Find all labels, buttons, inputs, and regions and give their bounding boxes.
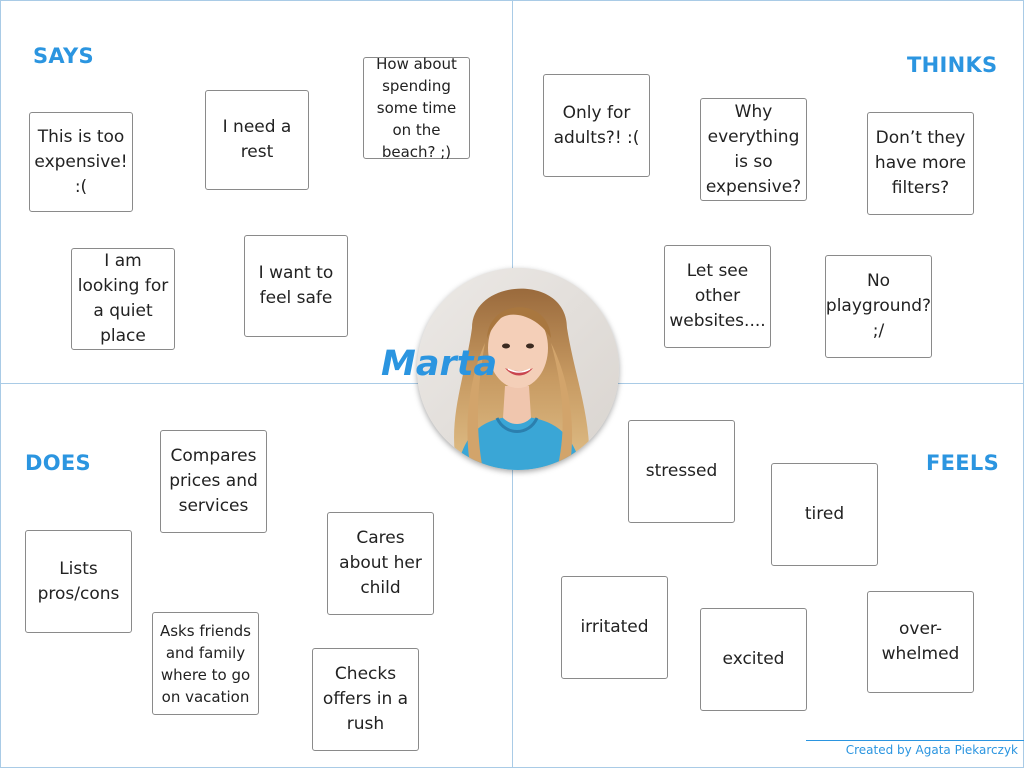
- thinks-note[interactable]: No playground? ;/: [825, 255, 932, 358]
- persona-avatar: [417, 268, 619, 470]
- says-note[interactable]: I am looking for a quiet place: [71, 248, 175, 350]
- thinks-note[interactable]: Why everything is so expensive?: [700, 98, 807, 201]
- feels-note[interactable]: irritated: [561, 576, 668, 679]
- quadrant-title-feels: FEELS: [926, 451, 1000, 475]
- persona-portrait-image: [417, 268, 619, 470]
- does-note[interactable]: Compares prices and services: [160, 430, 267, 533]
- feels-note[interactable]: over-whelmed: [867, 591, 974, 693]
- thinks-note[interactable]: Don’t they have more filters?: [867, 112, 974, 215]
- does-note[interactable]: Lists pros/cons: [25, 530, 132, 633]
- credit-text: Created by Agata Piekarczyk: [845, 743, 1018, 757]
- credit-underline: [806, 740, 1024, 741]
- says-note[interactable]: I want to feel safe: [244, 235, 348, 337]
- does-note[interactable]: Asks friends and family where to go on v…: [152, 612, 259, 715]
- says-note[interactable]: How about spending some time on the beac…: [363, 55, 470, 161]
- feels-note[interactable]: tired: [771, 463, 878, 566]
- says-note[interactable]: I need a rest: [205, 90, 309, 190]
- quadrant-title-does: DOES: [25, 451, 91, 475]
- persona-name: Marta: [381, 344, 498, 384]
- feels-note[interactable]: excited: [700, 608, 807, 711]
- feels-note[interactable]: stressed: [628, 420, 735, 523]
- thinks-note[interactable]: Only for adults?! :(: [543, 74, 650, 177]
- does-note[interactable]: Cares about her child: [327, 512, 434, 615]
- says-note[interactable]: This is too expensive! :(: [29, 112, 133, 212]
- thinks-note[interactable]: Let see other websites....: [664, 245, 771, 348]
- does-note[interactable]: Checks offers in a rush: [312, 648, 419, 751]
- quadrant-title-says: SAYS: [33, 44, 94, 68]
- quadrant-title-thinks: THINKS: [907, 53, 998, 77]
